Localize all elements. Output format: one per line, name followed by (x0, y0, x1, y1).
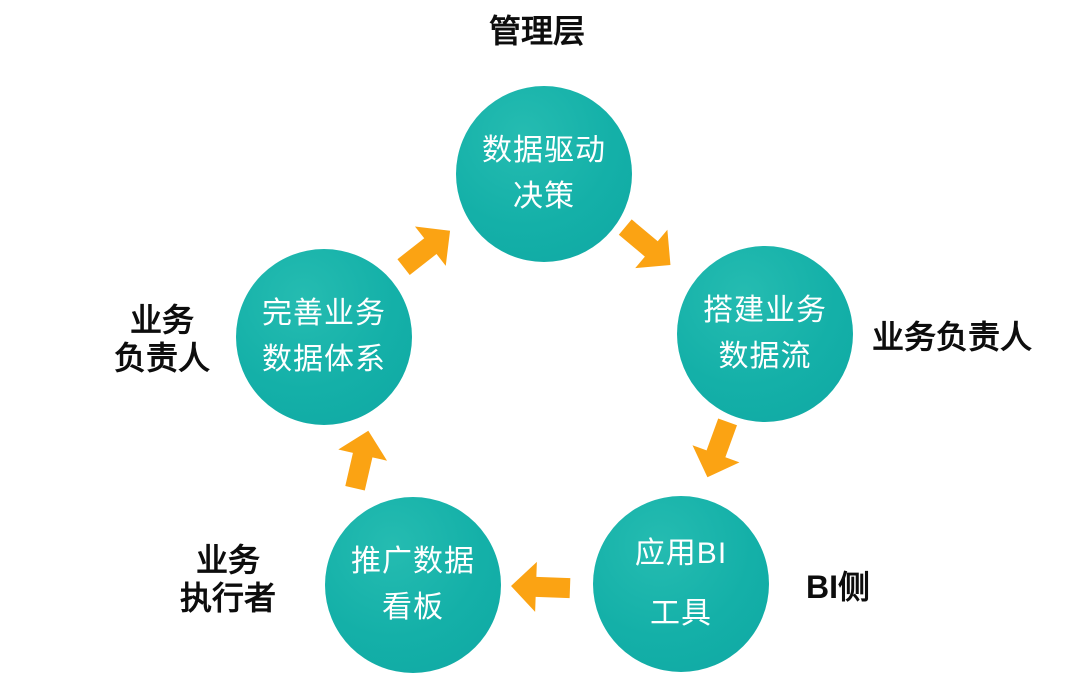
arrow-left-icon (511, 561, 571, 612)
label-business-owner-left: 业务 负责人 (62, 301, 262, 378)
node-improve-data-system-line1: 完善业务 (262, 296, 386, 330)
label-executor-line2: 执行者 (179, 580, 276, 617)
node-improve-data-system-line2: 数据体系 (262, 343, 386, 376)
label-bi-side: BI侧 (806, 568, 870, 606)
arrow-left-shape (511, 561, 571, 612)
arrow-upright-icon (397, 226, 451, 275)
arrow-upright-shape (397, 226, 451, 275)
label-executor-line1: 业务 (195, 542, 260, 578)
label-business-executor: 业务 执行者 (128, 541, 328, 618)
label-owner-right-line1: 业务负责人 (872, 319, 1033, 355)
node-build-business-dataflow-line1: 搭建业务 (703, 293, 827, 327)
node-apply-bi-tools-line1: 应用BI (634, 536, 728, 570)
label-management-line1: 管理层 (488, 13, 585, 49)
node-data-driven-decision-line1: 数据驱动 (482, 133, 606, 167)
node-promote-data-dashboard: 推广数据 看板 (325, 497, 501, 673)
label-owner-left-line2: 负责人 (113, 340, 210, 377)
node-promote-data-dashboard-line2: 看板 (382, 591, 444, 624)
node-data-driven-decision-line2: 决策 (513, 180, 575, 213)
arrow-up-shape (338, 430, 388, 491)
arrow-downright-icon (618, 219, 671, 269)
label-business-owner-right: 业务负责人 (872, 318, 1032, 356)
label-bi-side-line1: BI侧 (806, 569, 871, 605)
label-owner-left-line1: 业务 (129, 302, 194, 338)
label-management-layer: 管理层 (437, 12, 637, 50)
node-build-business-dataflow-line2: 数据流 (718, 340, 812, 373)
arrow-down-shape (692, 418, 740, 478)
node-improve-data-system: 完善业务 数据体系 (236, 249, 412, 425)
node-promote-data-dashboard-line1: 推广数据 (351, 544, 475, 578)
arrow-down-icon (692, 418, 740, 478)
node-apply-bi-tools-line2: 工具 (650, 597, 712, 630)
arrow-up-icon (338, 430, 388, 491)
arrow-downright-shape (618, 219, 671, 269)
node-build-business-dataflow: 搭建业务 数据流 (677, 246, 853, 422)
node-apply-bi-tools: 应用BI 工具 (593, 496, 769, 672)
node-data-driven-decision: 数据驱动 决策 (456, 86, 632, 262)
